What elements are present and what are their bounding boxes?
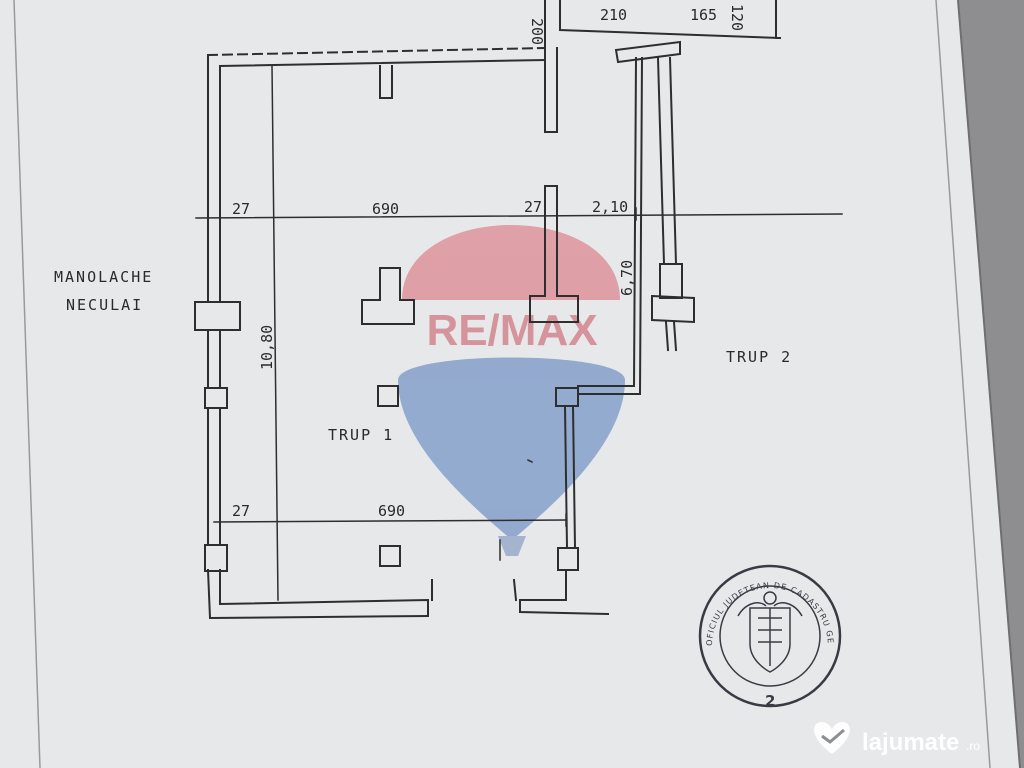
site-tld: .ro xyxy=(966,739,980,753)
center-t-column xyxy=(361,267,415,325)
lajumate-logo: lajumate .ro xyxy=(814,722,980,756)
stamp-outer-ring xyxy=(698,564,842,708)
lower-dim-line xyxy=(213,519,567,523)
balloon-top xyxy=(402,225,620,300)
room-trup-2: TRUP 2 xyxy=(726,348,792,366)
balloon-bottom xyxy=(398,357,625,540)
stamp-number: 2 xyxy=(765,692,775,710)
center-pier-2 xyxy=(379,545,401,567)
left-wall-outer xyxy=(206,54,430,620)
trup2-wall-lower xyxy=(664,320,678,352)
dim-right-height: 6,70 xyxy=(618,260,636,296)
dim-ticks xyxy=(207,207,637,529)
heart-check-icon xyxy=(821,728,845,744)
mid-column-top xyxy=(544,47,558,133)
left-wall-inner xyxy=(219,65,429,617)
plan-walls xyxy=(194,0,843,620)
dim-room-height: 10,80 xyxy=(258,325,276,370)
margin-line-right xyxy=(935,0,991,768)
margin-line-left xyxy=(13,0,41,768)
right-inner-wall xyxy=(555,387,579,407)
dim-top-far: 120 xyxy=(728,4,746,31)
door-jamb xyxy=(431,578,518,602)
dim-top-right: 165 xyxy=(690,6,717,24)
top-right-wall xyxy=(544,0,782,49)
coat-of-arms-icon xyxy=(737,591,803,673)
dim-top-left: 200 xyxy=(528,18,546,45)
top-wall-dashed xyxy=(206,46,547,57)
small-marks xyxy=(499,458,534,561)
left-pier-2 xyxy=(204,544,228,572)
top-wall xyxy=(218,58,547,68)
right-pier xyxy=(557,547,579,571)
left-pier-1 xyxy=(204,387,228,409)
dim-top-mid: 210 xyxy=(600,6,627,24)
paper-edge xyxy=(957,0,1021,768)
remax-brand: RE/MAX xyxy=(426,306,597,355)
owner-name-line1: MANOLACHE xyxy=(54,268,153,286)
heart-icon xyxy=(814,722,850,754)
balloon-basket xyxy=(498,536,526,556)
dim-upper-mid-wall: 27 xyxy=(524,198,542,216)
left-pilaster xyxy=(194,301,241,331)
trup2-pilaster-2 xyxy=(651,294,695,324)
dim-upper-room-width: 690 xyxy=(372,200,399,218)
site-name: lajumate xyxy=(862,729,959,756)
owner-name-line2: NECULAI xyxy=(66,296,143,314)
trup2-top xyxy=(614,40,681,64)
trup2-wall xyxy=(656,56,678,266)
height-dim-line xyxy=(271,65,279,601)
upper-stub xyxy=(379,65,393,99)
dim-lower-room-width: 690 xyxy=(378,502,405,520)
dim-upper-left-wall: 27 xyxy=(232,200,250,218)
dim-upper-right: 2,10 xyxy=(592,198,628,216)
remax-watermark: RE/MAX xyxy=(398,225,625,556)
stamp-inner-ring xyxy=(719,585,821,687)
dim-lower-left-wall: 27 xyxy=(232,502,250,520)
room-trup-1: TRUP 1 xyxy=(328,426,394,444)
corridor-wall xyxy=(577,56,644,395)
right-doorway xyxy=(518,569,610,616)
upper-dim-line xyxy=(195,213,843,219)
center-pier-1 xyxy=(377,385,399,407)
